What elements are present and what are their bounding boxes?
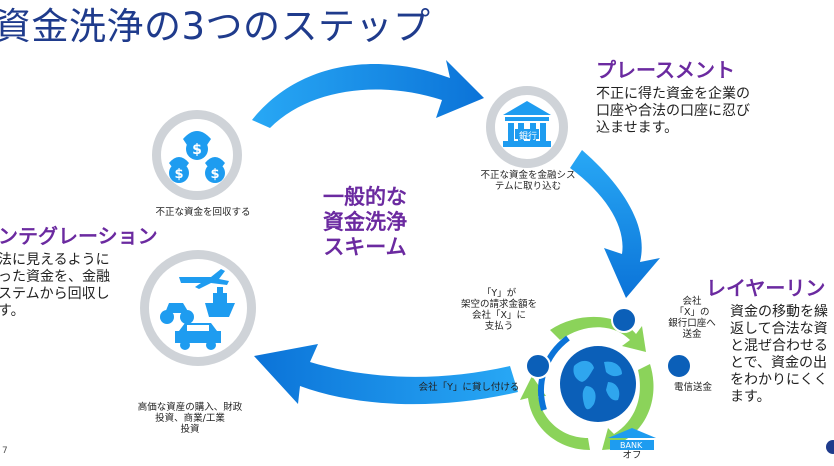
bank-icon — [503, 101, 551, 147]
layering-body: 資金の移動を繰 返して合法な資 と混ぜ合わせる とで、資金の出 をわかりにくく … — [730, 304, 828, 405]
offshore-bank-icon: BANK — [606, 428, 658, 462]
globe-icon — [560, 346, 636, 422]
page-title: 資金洗浄の3つのステップ — [0, 5, 431, 48]
svg-text:$: $ — [192, 142, 202, 158]
page-number: 7 — [2, 446, 8, 456]
small-globe-icon — [611, 307, 637, 333]
layering-caption-wire: 電信送金 — [673, 382, 712, 393]
money-bags-icon: $ $ $ — [169, 131, 225, 183]
svg-text:$: $ — [210, 167, 219, 182]
corner-dot — [826, 440, 834, 454]
plane-icon — [179, 269, 229, 289]
collect-caption: 不正な資金を回収する — [155, 207, 251, 218]
arrow-placement-to-layering — [570, 150, 660, 298]
integration-caption: 高価な資産の購入、財政 投資、商業/工業 投資 — [137, 402, 243, 435]
small-globe-icon — [666, 353, 692, 379]
placement-heading: プレースメント — [596, 58, 735, 82]
bank-offshore-label: BANK — [620, 441, 643, 450]
placement-body: 不正に得た資金を企業の 口座や合法の口座に忍び 込ませます。 — [596, 86, 750, 136]
layering-caption-x-transfer: 会社 「X」の 銀行口座へ 送金 — [668, 296, 716, 340]
svg-text:$: $ — [174, 167, 183, 182]
bank-label: 銀行 — [519, 132, 538, 142]
placement-caption: 不正な資金を金融シス テムに取り込む — [480, 170, 576, 192]
arrow-layering-to-integration — [254, 344, 518, 405]
placement-circle: 銀行 — [486, 86, 568, 168]
layering-caption-offshore: オフ — [622, 450, 642, 461]
layering-heading: レイヤーリン — [706, 276, 826, 300]
small-globe-icon — [525, 353, 551, 379]
layering-caption-loan: 会社「Y」に貸し付ける — [418, 382, 520, 393]
integration-body: 法に見えるように った資金を、金融 ステムから回収し す。 — [0, 252, 110, 319]
scheme-label: 一般的な 資金洗浄 スキーム — [323, 185, 407, 259]
layering-caption-y-pays: 「Y」が 架空の請求金額を 会社「X」に 支払う — [460, 288, 537, 332]
arrow-collect-to-placement — [252, 60, 484, 128]
integration-heading: ンテグレーション — [0, 224, 158, 248]
integration-circle — [140, 250, 256, 366]
collect-circle: $ $ $ — [152, 110, 242, 200]
assets-icon — [160, 269, 235, 350]
